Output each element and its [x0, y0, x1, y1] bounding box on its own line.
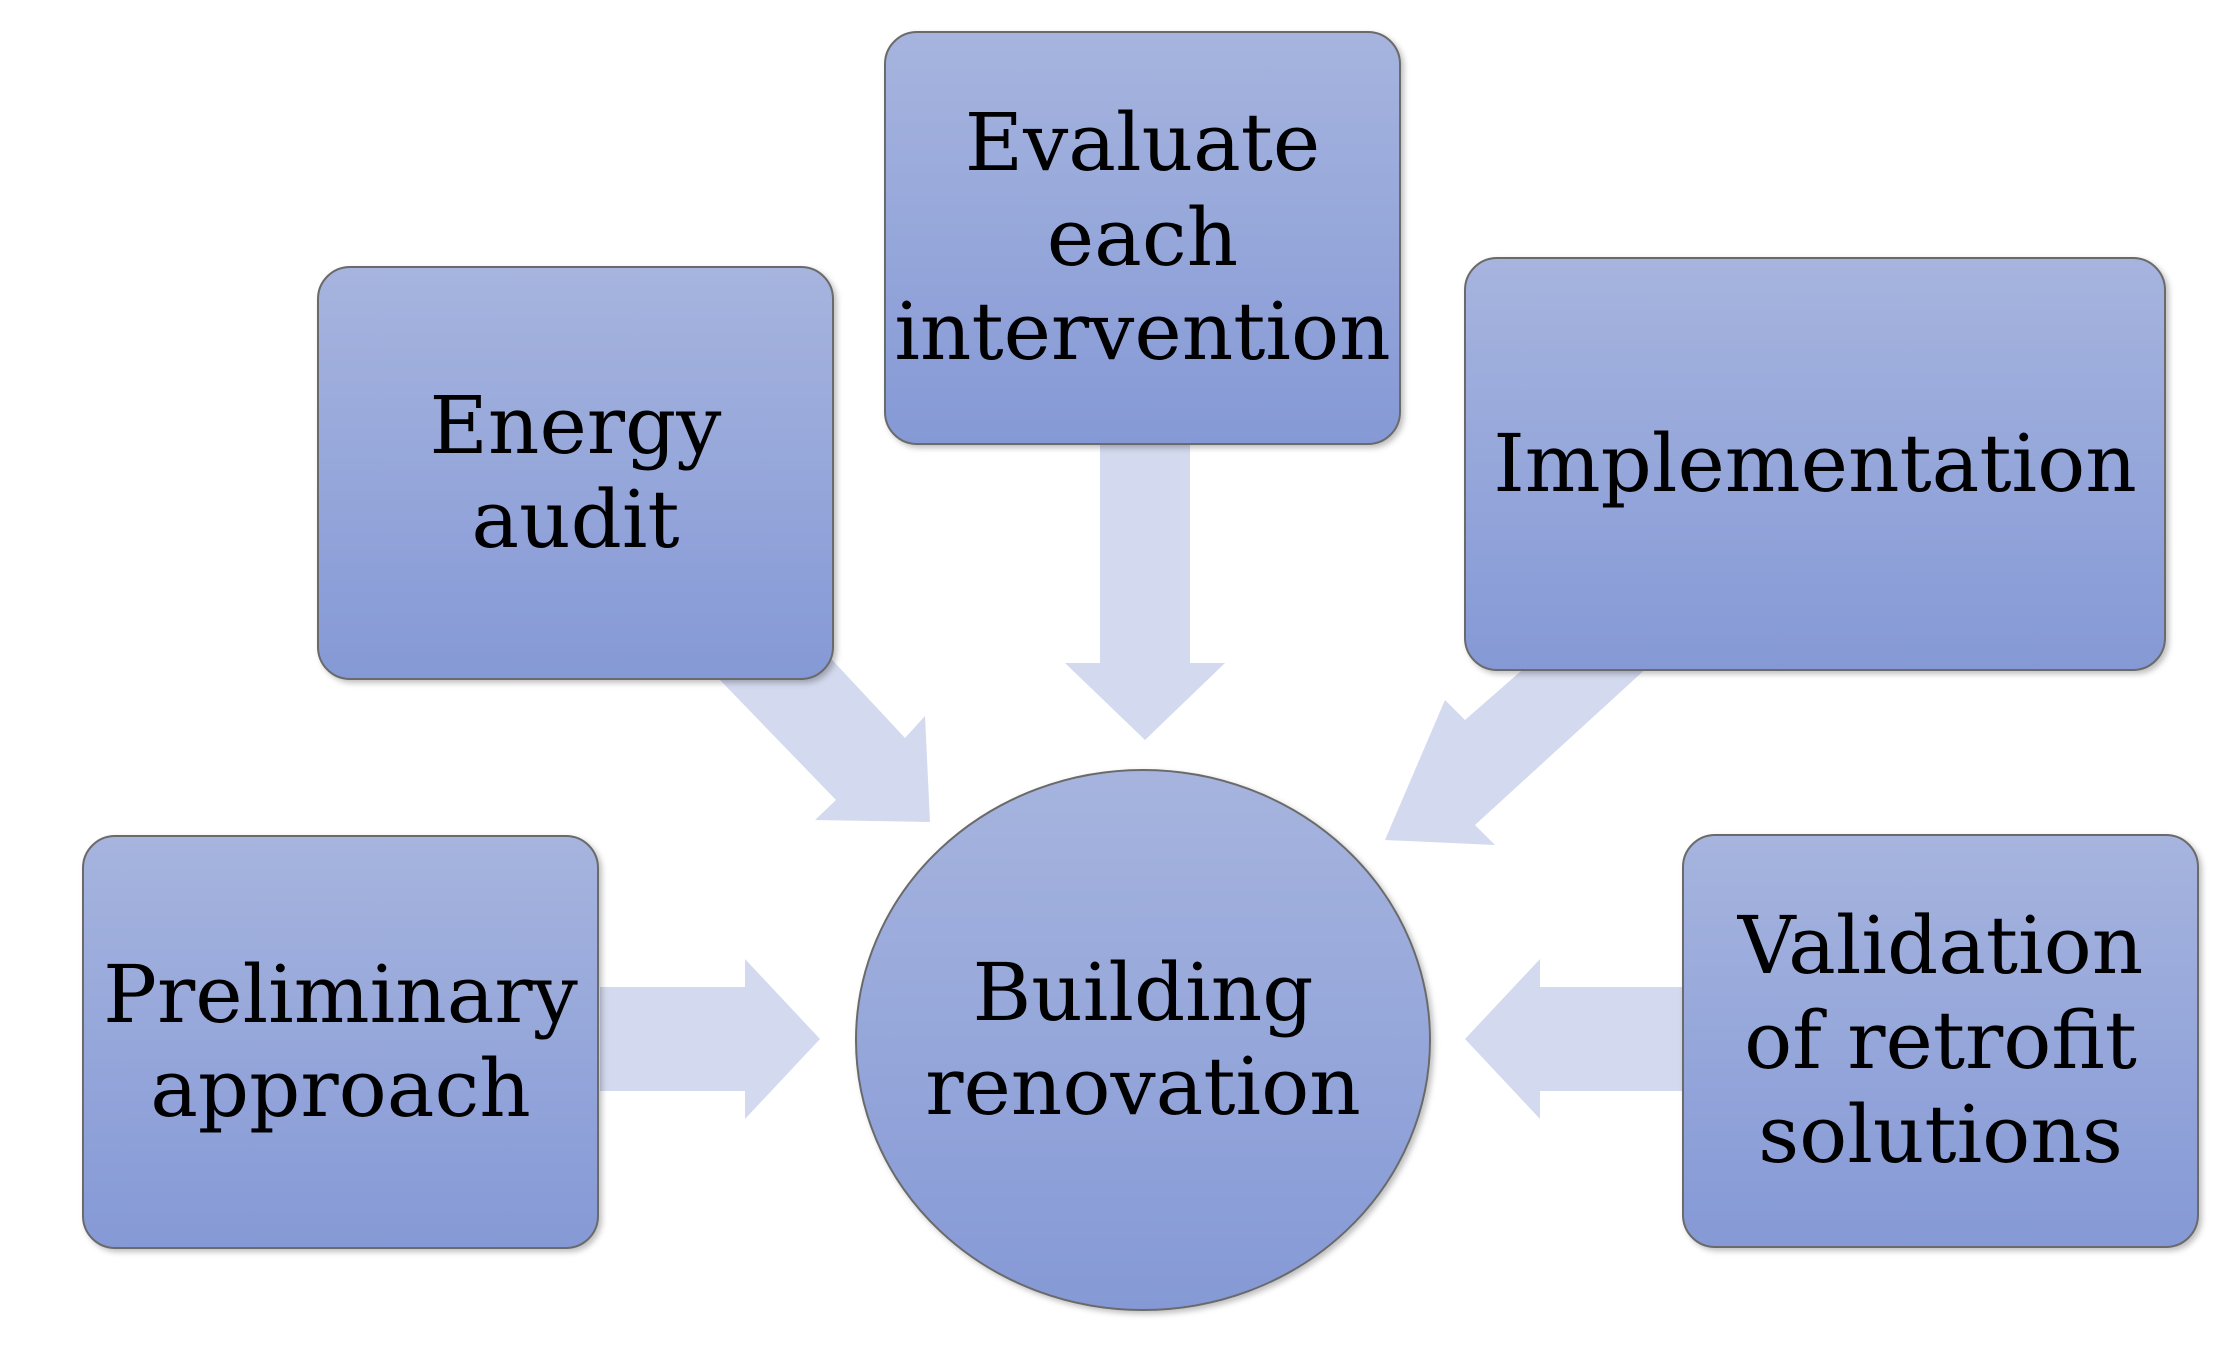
arrow-validation-to-center: [1465, 959, 1690, 1119]
node-building-renovation: [855, 769, 1431, 1311]
node-validation-of-retrofit-solutions: [1682, 834, 2199, 1248]
arrow-evaluate-to-center: [1065, 440, 1225, 740]
arrow-preliminary-to-center: [600, 959, 820, 1119]
node-preliminary-approach: [82, 835, 599, 1249]
node-implementation: [1464, 257, 2166, 671]
node-evaluate-each-intervention: [884, 31, 1401, 445]
node-energy-audit: [317, 266, 834, 680]
arrow-implementation-to-center: [1385, 615, 1650, 845]
